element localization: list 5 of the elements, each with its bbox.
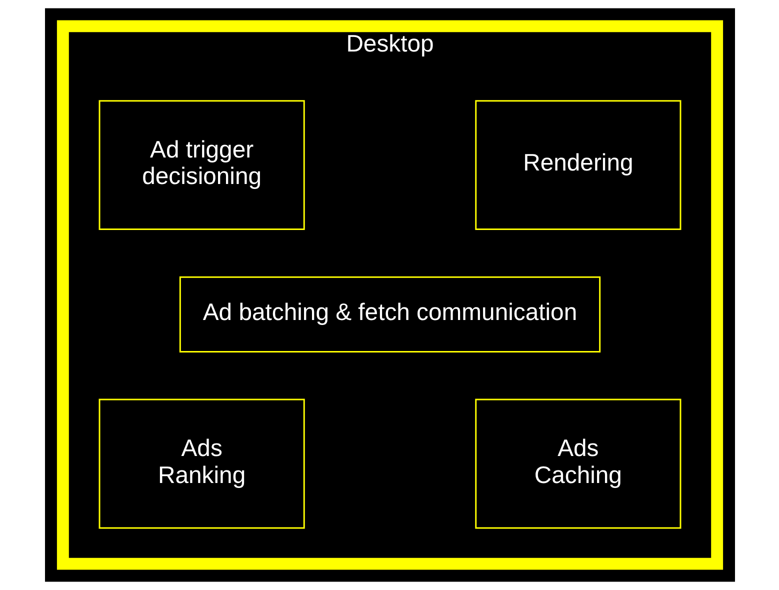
node-box: Ads Ranking	[98, 398, 304, 529]
node-box: Ad trigger decisioning	[98, 100, 304, 230]
node-box: Rendering	[474, 100, 681, 230]
node-box: Ads Caching	[474, 398, 681, 529]
node-box: Ad batching & fetch communication	[178, 276, 600, 352]
